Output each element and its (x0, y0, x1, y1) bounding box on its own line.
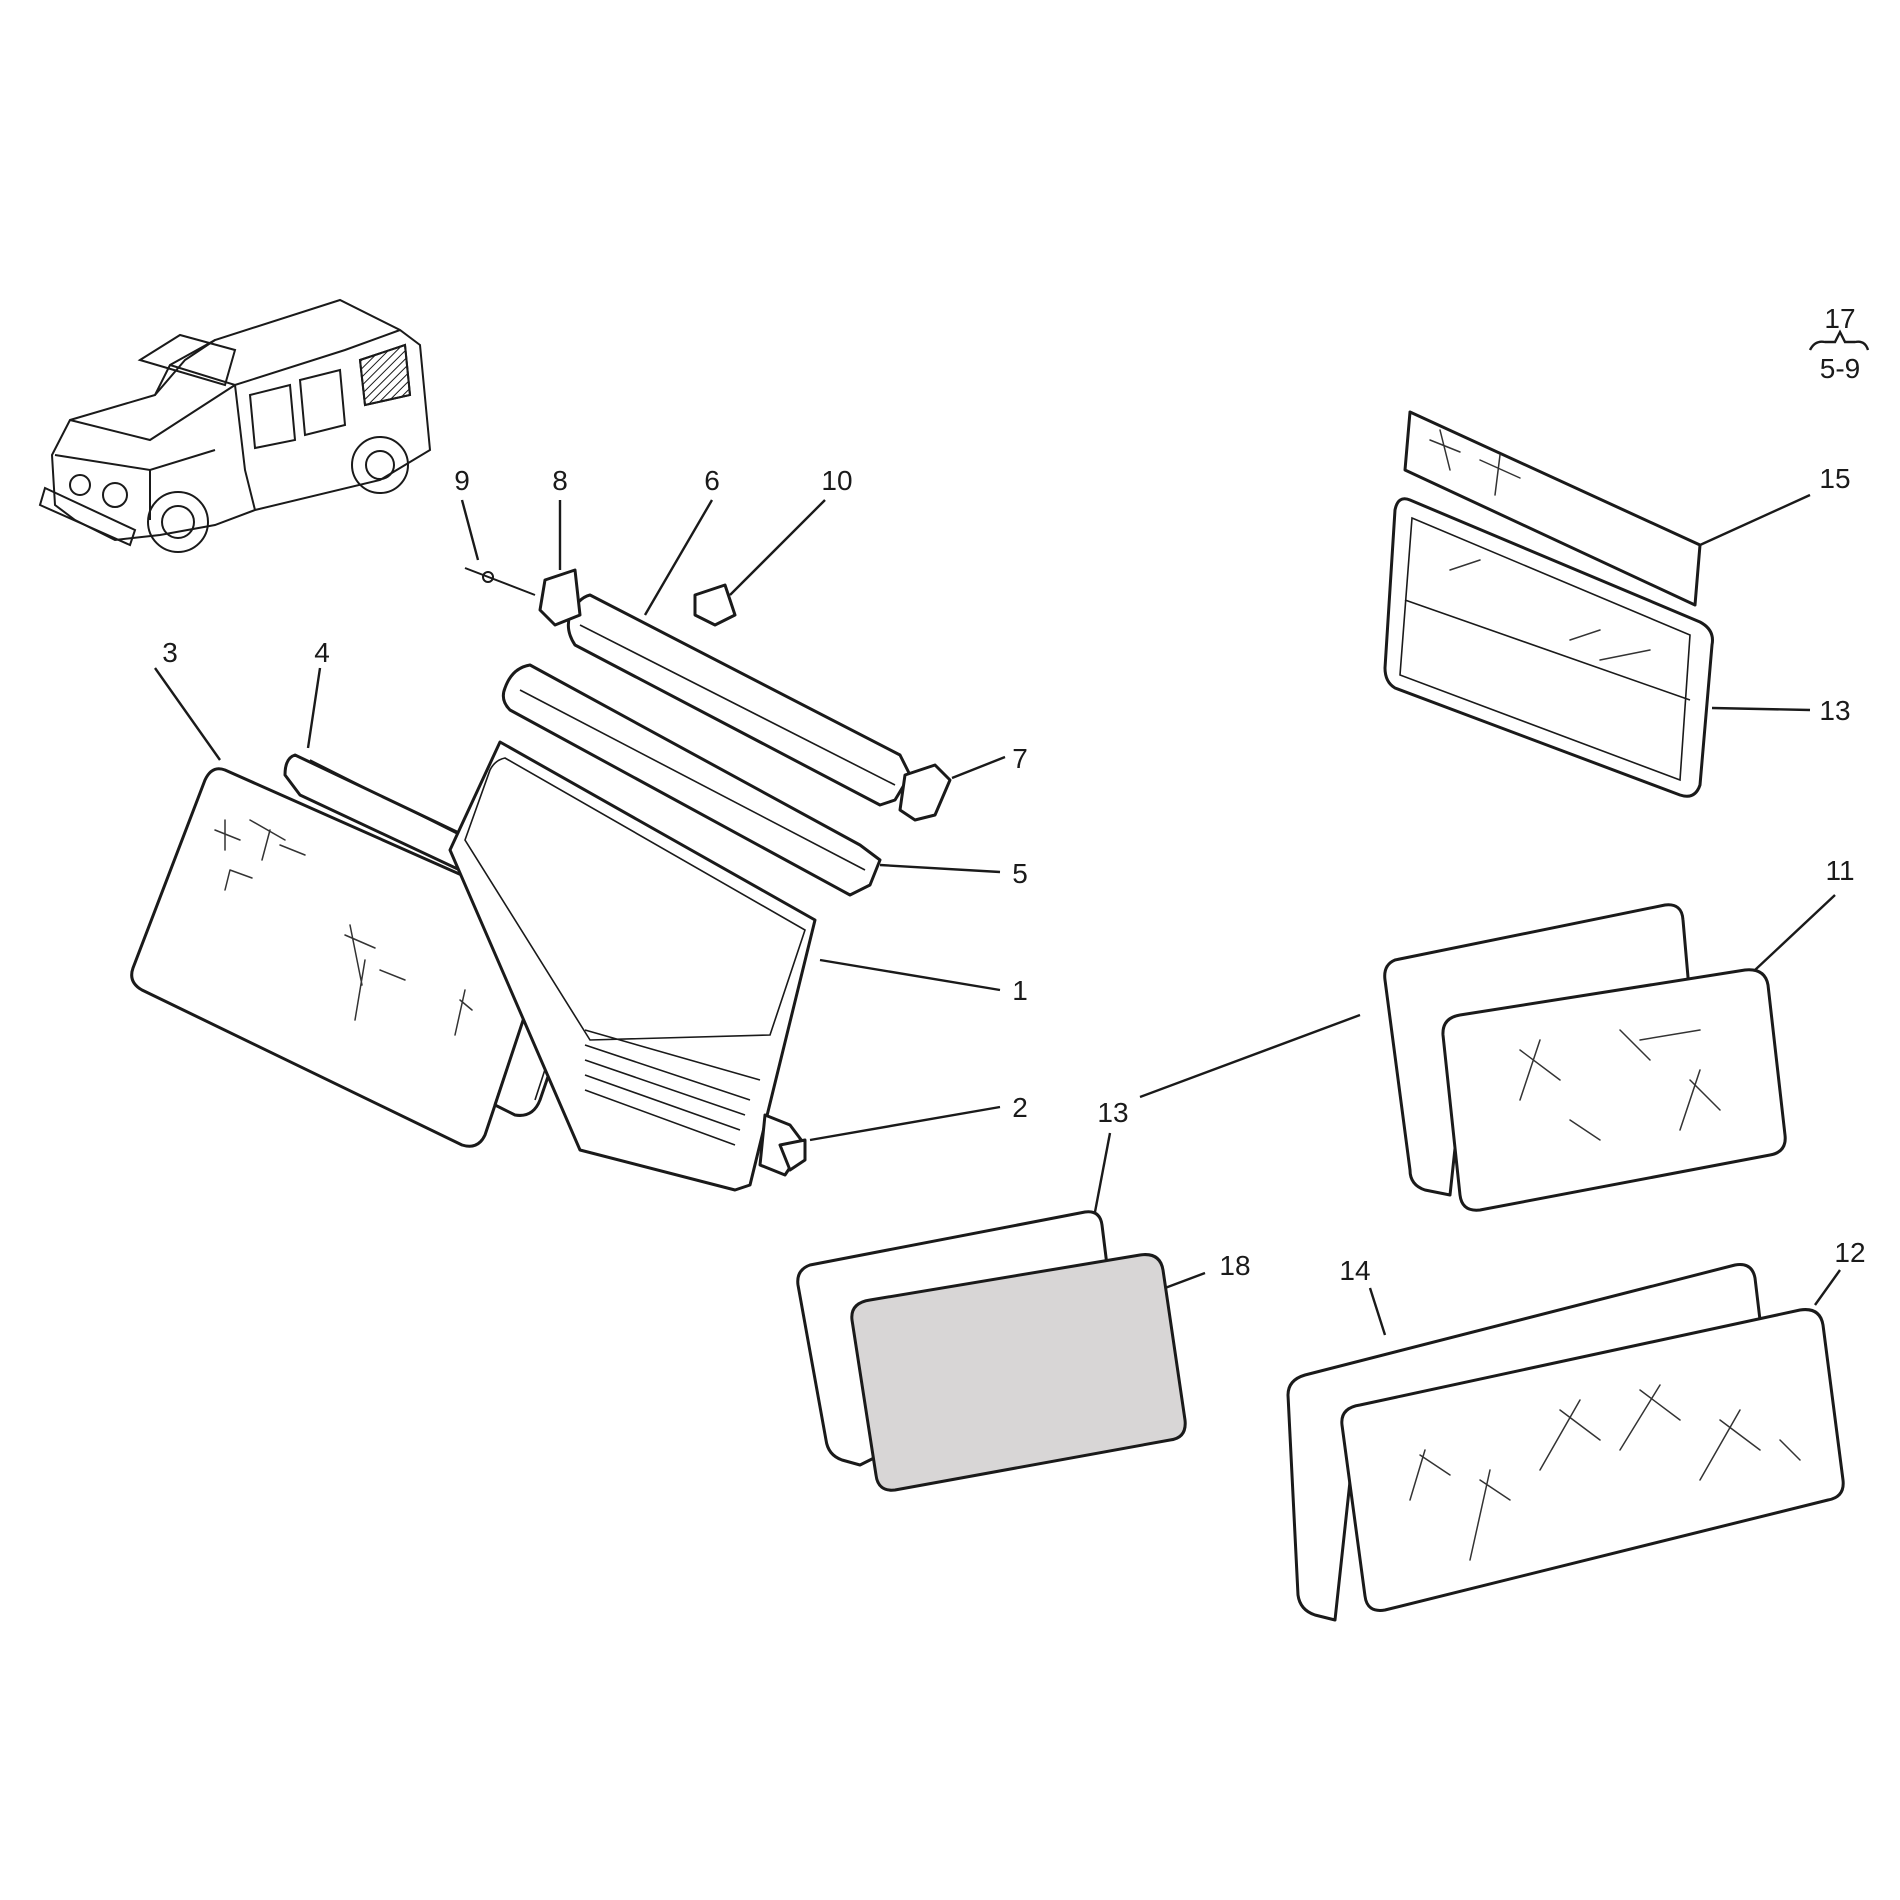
label-13-bottom: 13 (1097, 1097, 1128, 1128)
leader-lines (154, 329, 1870, 1336)
label-8: 8 (552, 465, 568, 496)
label-13-top: 13 (1819, 695, 1850, 726)
label-2: 2 (1012, 1092, 1028, 1123)
part-9-screw (464, 567, 536, 596)
part-8-clip (538, 568, 582, 627)
label-3: 3 (162, 637, 178, 668)
part-7-end-cap (898, 763, 952, 822)
part-2-seal-end (758, 1113, 807, 1177)
callout-labels: 9 8 6 10 3 4 7 5 1 2 17 5-9 15 13 11 13 … (162, 303, 1865, 1286)
part-12-large-side-glass (1340, 1308, 1845, 1612)
label-7: 7 (1012, 743, 1028, 774)
label-1: 1 (1012, 975, 1028, 1006)
label-5: 5 (1012, 858, 1028, 889)
label-11: 11 (1825, 855, 1854, 886)
part-10-bracket (693, 583, 737, 627)
vehicle-thumbnail (38, 298, 432, 553)
label-17: 17 (1824, 303, 1855, 334)
label-18: 18 (1219, 1250, 1250, 1281)
label-14: 14 (1339, 1255, 1370, 1286)
part-13-seal-side (1383, 903, 1692, 1197)
part-13-glass-frame-top (1383, 497, 1714, 798)
part-11-side-glass (1441, 968, 1787, 1212)
label-10: 10 (821, 465, 852, 496)
part-1-window-frame (448, 740, 817, 1192)
label-12: 12 (1834, 1237, 1865, 1268)
label-4: 4 (314, 637, 330, 668)
label-9: 9 (454, 465, 470, 496)
label-15: 15 (1819, 463, 1850, 494)
part-18-tinted-glass (850, 1253, 1187, 1492)
vehicle-side-window-hatch (358, 343, 412, 407)
label-6: 6 (704, 465, 720, 496)
part-6-roof-strip (566, 593, 912, 807)
part-5-rubber-strip (501, 663, 882, 897)
part-15-glass-top (1403, 410, 1702, 607)
label-ref-5-9: 5-9 (1820, 353, 1860, 384)
